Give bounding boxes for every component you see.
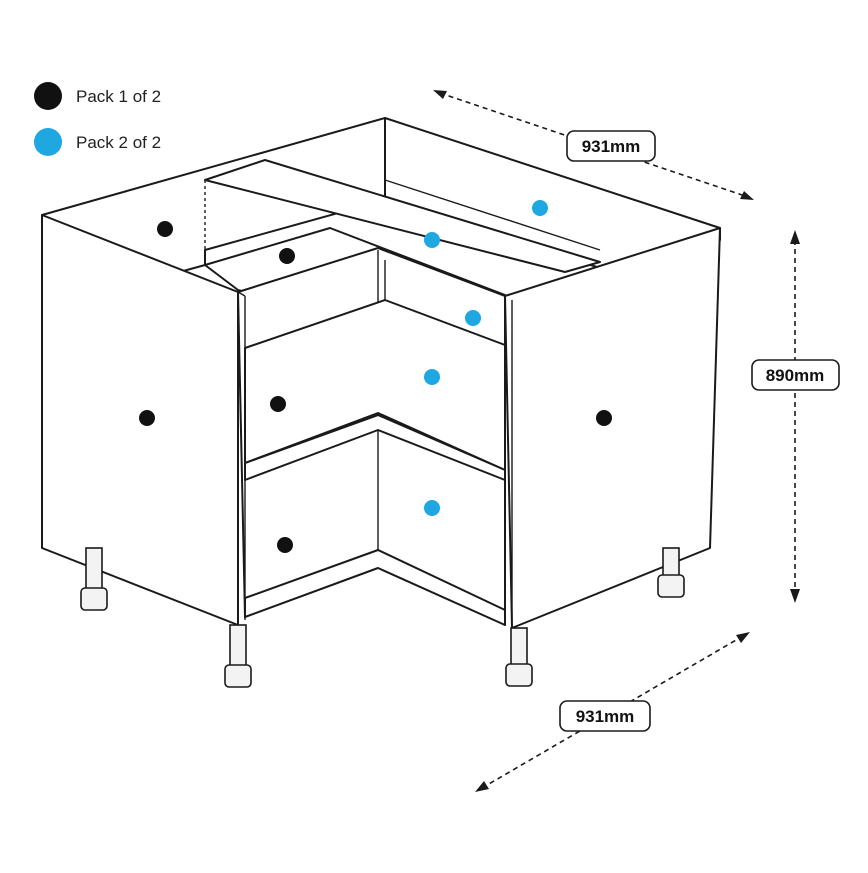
leg-back-left [85, 547, 103, 594]
marker-pack-2 [532, 200, 548, 216]
dim-arrow-top-start [433, 90, 447, 99]
marker-pack-1 [157, 221, 173, 237]
legend-label-pack-1: Pack 1 of 2 [76, 87, 161, 106]
marker-pack-1 [139, 410, 155, 426]
marker-pack-1 [596, 410, 612, 426]
dim-label-bottom-width: 931mm [576, 707, 635, 726]
marker-pack-1 [270, 396, 286, 412]
marker-pack-1 [279, 248, 295, 264]
leg-front-right [510, 627, 528, 669]
dim-label-box-top [566, 130, 656, 162]
dimension-top-width: 931mm [433, 90, 754, 200]
leg-foot-back-right [657, 574, 685, 598]
dim-arrow-height-bottom [790, 589, 800, 603]
rail-edge [384, 179, 601, 251]
left-panel-edge [237, 291, 246, 297]
leg-foot-back-left [80, 587, 108, 611]
marker-pack-2 [424, 232, 440, 248]
leg-foot-front-right [505, 663, 533, 687]
leg-back-right [662, 547, 680, 579]
marker-pack-2 [424, 500, 440, 516]
leg-foot-front-left [224, 664, 252, 688]
marker-pack-1 [277, 537, 293, 553]
legend: Pack 1 of 2 Pack 2 of 2 [34, 82, 161, 156]
leg-front-left [229, 624, 247, 671]
top-rail [204, 159, 601, 273]
marker-pack-2 [424, 369, 440, 385]
dim-arrow-bottom-end [736, 632, 750, 643]
pack-markers [139, 200, 612, 553]
legend-label-pack-2: Pack 2 of 2 [76, 133, 161, 152]
dimension-height: 890mm [751, 230, 840, 603]
dim-label-box-height [751, 359, 840, 391]
right-side-panel [504, 227, 721, 629]
dim-label-height: 890mm [766, 366, 825, 385]
dim-arrow-height-top [790, 230, 800, 244]
dim-arrow-bottom-start [475, 781, 489, 792]
dim-arrow-top-end [740, 191, 754, 200]
cabinet [41, 117, 721, 688]
legend-dot-pack-2 [34, 128, 62, 156]
legend-dot-pack-1 [34, 82, 62, 110]
dim-label-top-width: 931mm [582, 137, 641, 156]
legs [80, 547, 685, 688]
dim-label-box-bottom [559, 700, 651, 732]
marker-pack-2 [465, 310, 481, 326]
dimension-bottom-width: 931mm [475, 632, 750, 792]
